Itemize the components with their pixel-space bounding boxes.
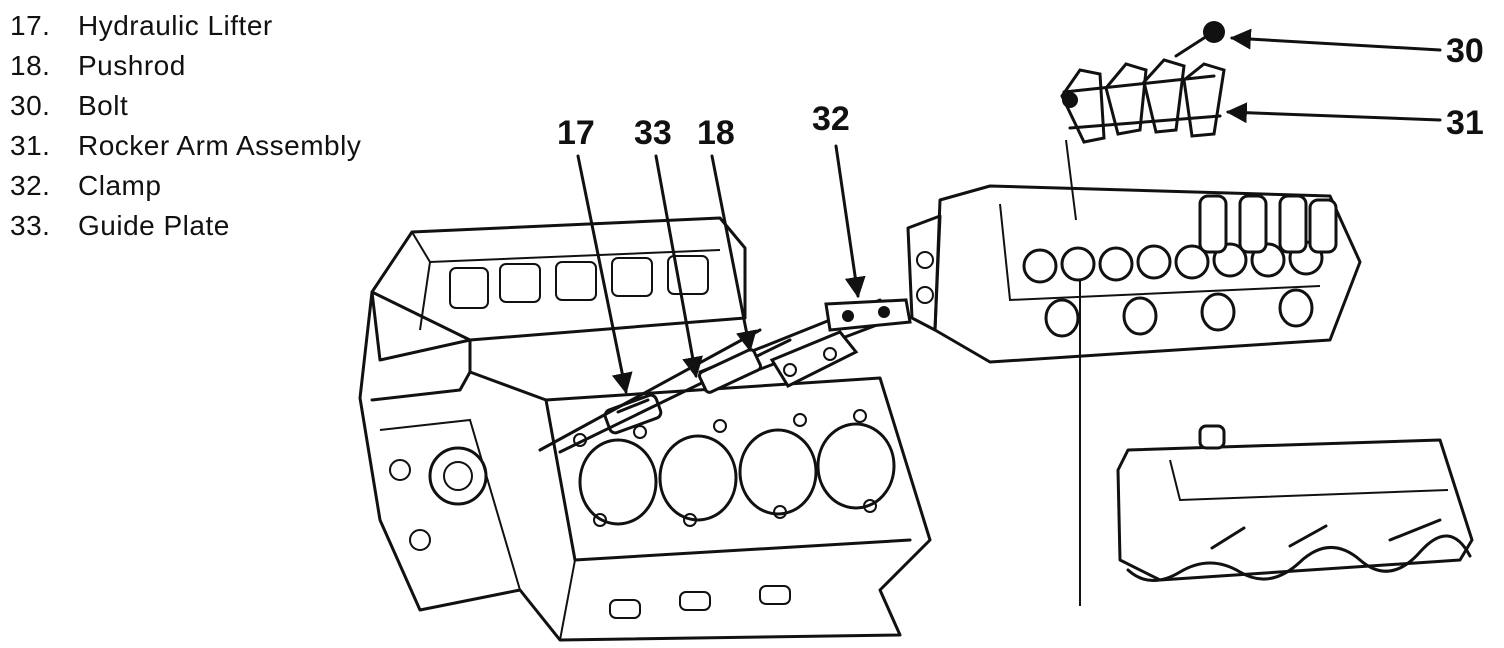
legend-number: 30. <box>10 90 51 121</box>
clamp <box>769 298 912 388</box>
legend-label: Clamp <box>78 170 162 201</box>
rocker-arm-assembly <box>1060 58 1226 144</box>
cylinder-bores <box>578 422 896 526</box>
callout-31-rocker-arm: 31 <box>1446 104 1484 142</box>
bolt <box>1174 21 1225 58</box>
callout-17-lifter: 17 <box>557 114 595 152</box>
legend-number: 33. <box>10 210 51 241</box>
legend-item-pushrod: 18. Pushrod <box>10 46 361 86</box>
installed-rocker-arms <box>1198 194 1338 254</box>
legend-item-bolt: 30. Bolt <box>10 86 361 126</box>
legend-label: Guide Plate <box>78 210 230 241</box>
legend-label: Pushrod <box>78 50 186 81</box>
legend-label: Rocker Arm Assembly <box>78 130 362 161</box>
legend-number: 18. <box>10 50 51 81</box>
callout-32-clamp: 32 <box>812 100 850 138</box>
legend-number: 17. <box>10 10 51 41</box>
parts-legend: 17. Hydraulic Lifter 18. Pushrod 30. Bol… <box>10 6 361 246</box>
legend-item-rocker-arm-assembly: 31. Rocker Arm Assembly <box>10 126 361 166</box>
callout-leaders <box>576 28 1442 395</box>
callout-30-bolt: 30 <box>1446 32 1484 70</box>
alignment-guide-line <box>1065 139 1081 606</box>
cylinder-head <box>906 184 1362 364</box>
legend-number: 31. <box>10 130 51 161</box>
callout-18-pushrod: 18 <box>697 114 735 152</box>
legend-item-hydraulic-lifter: 17. Hydraulic Lifter <box>10 6 361 46</box>
legend-item-clamp: 32. Clamp <box>10 166 361 206</box>
legend-item-guide-plate: 33. Guide Plate <box>10 206 361 246</box>
valve-cover-studs <box>1210 518 1442 550</box>
exhaust-ports <box>1044 288 1314 338</box>
engine-block <box>358 216 932 642</box>
legend-label: Hydraulic Lifter <box>78 10 273 41</box>
valve-springs <box>1022 240 1324 284</box>
oil-filler-cap <box>1198 424 1226 450</box>
legend-number: 32. <box>10 170 51 201</box>
legend-label: Bolt <box>78 90 129 121</box>
callout-33-guide-plate: 33 <box>634 114 672 152</box>
valve-cover <box>1116 424 1474 582</box>
rear-head-ports <box>449 255 709 309</box>
